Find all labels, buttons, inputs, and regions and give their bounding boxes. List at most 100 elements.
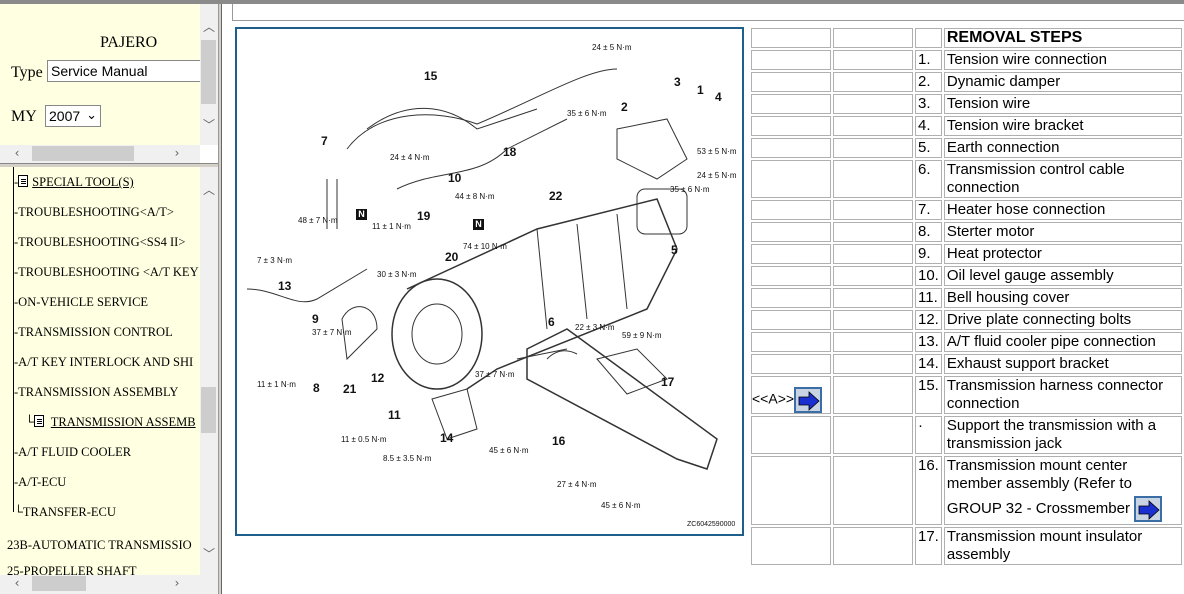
tree-item[interactable]: -A/T FLUID COOLER (14, 445, 132, 459)
tree-item[interactable]: -TRANSMISSION CONTROL (14, 325, 173, 339)
callout-number: 2 (621, 100, 628, 114)
ref-cell (751, 332, 831, 352)
torque-label: 48 ± 7 N·m (298, 216, 338, 225)
tree-horizontal-scrollbar[interactable]: ‹ › (0, 575, 218, 594)
torque-label: 22 ± 3 N·m (575, 323, 615, 332)
empty-cell (833, 50, 913, 70)
callout-number: 18 (503, 145, 517, 159)
empty-cell (833, 332, 913, 352)
tree-group[interactable]: 25-PROPELLER SHAFT (7, 564, 137, 575)
scroll-right-icon[interactable]: › (174, 146, 180, 160)
step-text: Oil level gauge assembly (946, 267, 1114, 284)
frame-splitter[interactable] (218, 4, 222, 594)
step-number: 14. (915, 354, 942, 374)
tree-item-selected[interactable]: └ TRANSMISSION ASSEMB (25, 415, 196, 429)
torque-label: 44 ± 8 N·m (455, 192, 495, 201)
scrollbar-thumb[interactable] (32, 146, 134, 161)
frame-border (232, 4, 233, 20)
step-text: Heat protector (946, 245, 1042, 262)
torque-label: 35 ± 6 N·m (567, 109, 607, 118)
empty-cell (833, 416, 913, 454)
step-cell: Support the transmission with a transmis… (943, 416, 1182, 454)
step-cell: Oil level gauge assembly (943, 266, 1182, 286)
scroll-down-icon[interactable]: ﹀ (202, 118, 215, 132)
ref-cell (751, 94, 831, 114)
scrollbar-thumb[interactable] (201, 40, 216, 104)
tree-item[interactable]: -TRANSMISSION ASSEMBLY (14, 385, 179, 399)
tree-vertical-scrollbar[interactable]: ︿ ﹀ (200, 167, 218, 575)
empty-cell (833, 116, 913, 136)
scroll-up-icon[interactable]: ︿ (202, 20, 215, 34)
table-row: 16.Transmission mount center member asse… (751, 456, 1182, 525)
scroll-left-icon[interactable]: ‹ (14, 576, 20, 590)
top-pane-vertical-scrollbar[interactable]: ︿ ﹀ (200, 4, 218, 145)
tree-item[interactable]: └TRANSFER-ECU (14, 505, 116, 519)
scroll-right-icon[interactable]: › (174, 576, 180, 590)
step-number: 10. (915, 266, 942, 286)
table-row: 11.Bell housing cover (751, 288, 1182, 308)
step-number: 1. (915, 50, 942, 70)
callout-number: 15 (424, 69, 438, 83)
tree-item[interactable]: -TROUBLESHOOTING<SS4 II> (14, 235, 186, 249)
ref-cell (751, 222, 831, 242)
torque-label: 37 ± 7 N·m (475, 370, 515, 379)
callout-number: 3 (674, 75, 681, 89)
removal-steps-header: REMOVAL STEPS (943, 28, 1182, 48)
tree-item[interactable]: -TROUBLESHOOTING <A/T KEY (14, 265, 199, 279)
frame-border (232, 20, 1184, 21)
step-cell: Drive plate connecting bolts (943, 310, 1182, 330)
top-pane-horizontal-scrollbar[interactable]: ‹ › (0, 145, 200, 163)
model-year-select[interactable]: 2007⌄ (45, 105, 101, 127)
tree-group[interactable]: 23B-AUTOMATIC TRANSMISSIO (7, 538, 192, 552)
arrow-right-icon[interactable] (794, 387, 823, 413)
step-cell: Transmission mount center member assembl… (943, 456, 1182, 525)
step-cell: Heater hose connection (943, 200, 1182, 220)
empty-cell (833, 288, 913, 308)
vehicle-selector-pane: PAJERO Type Service Manual MY 2007⌄ (0, 4, 202, 145)
my-label: MY (11, 108, 37, 125)
callout-number: 21 (343, 382, 357, 396)
scroll-up-icon[interactable]: ︿ (202, 183, 215, 197)
step-cell: Tension wire bracket (943, 116, 1182, 136)
scroll-left-icon[interactable]: ‹ (14, 146, 20, 160)
tree-item[interactable]: -A/T-ECU (14, 475, 67, 489)
scrollbar-thumb[interactable] (32, 576, 86, 591)
tree-item[interactable]: -A/T KEY INTERLOCK AND SHI (14, 355, 194, 369)
ref-cell (751, 72, 831, 92)
torque-label: 35 ± 6 N·m (670, 185, 710, 194)
transmission-drawing (246, 68, 718, 470)
type-label: Type (11, 64, 43, 81)
diagram-code: ZC6042590000 (687, 521, 736, 528)
step-number: 11. (915, 288, 942, 308)
step-cell: Tension wire connection (943, 50, 1182, 70)
table-row: 17.Transmission mount insulator assembly (751, 527, 1182, 565)
ref-cell[interactable]: <<A>> (751, 376, 831, 414)
scroll-down-icon[interactable]: ﹀ (202, 547, 215, 561)
table-header-row: REMOVAL STEPS (751, 28, 1182, 48)
step-text: Bell housing cover (946, 289, 1070, 306)
empty-cell (833, 244, 913, 264)
scrollbar-thumb[interactable] (201, 387, 216, 433)
callout-number: 17 (661, 375, 675, 389)
window-top-border (0, 0, 1184, 4)
step-number: 8. (915, 222, 942, 242)
type-input[interactable]: Service Manual (47, 60, 202, 82)
step-number: 16. (915, 456, 942, 525)
callout-number: 7 (321, 134, 328, 148)
step-text-ref: GROUP 32 - Crossmember (946, 500, 1130, 517)
step-number: 3. (915, 94, 942, 114)
empty-cell (833, 160, 913, 198)
step-text: Transmission harness connector connectio… (946, 377, 1164, 412)
ref-cell (751, 160, 831, 198)
crossmember-link-icon[interactable] (1134, 496, 1163, 523)
step-text: Transmission mount insulator assembly (946, 528, 1143, 563)
callout-number: 5 (671, 243, 678, 257)
pane-divider[interactable] (0, 163, 218, 167)
tree-item[interactable]: -TROUBLESHOOTING<A/T> (14, 205, 174, 219)
step-text: Sterter motor (946, 223, 1035, 240)
table-row: 12.Drive plate connecting bolts (751, 310, 1182, 330)
tree-item-special-tools[interactable]: -SPECIAL TOOL(S) (14, 175, 134, 189)
tree-item[interactable]: -ON-VEHICLE SERVICE (14, 295, 149, 309)
step-text: Tension wire bracket (946, 117, 1084, 134)
